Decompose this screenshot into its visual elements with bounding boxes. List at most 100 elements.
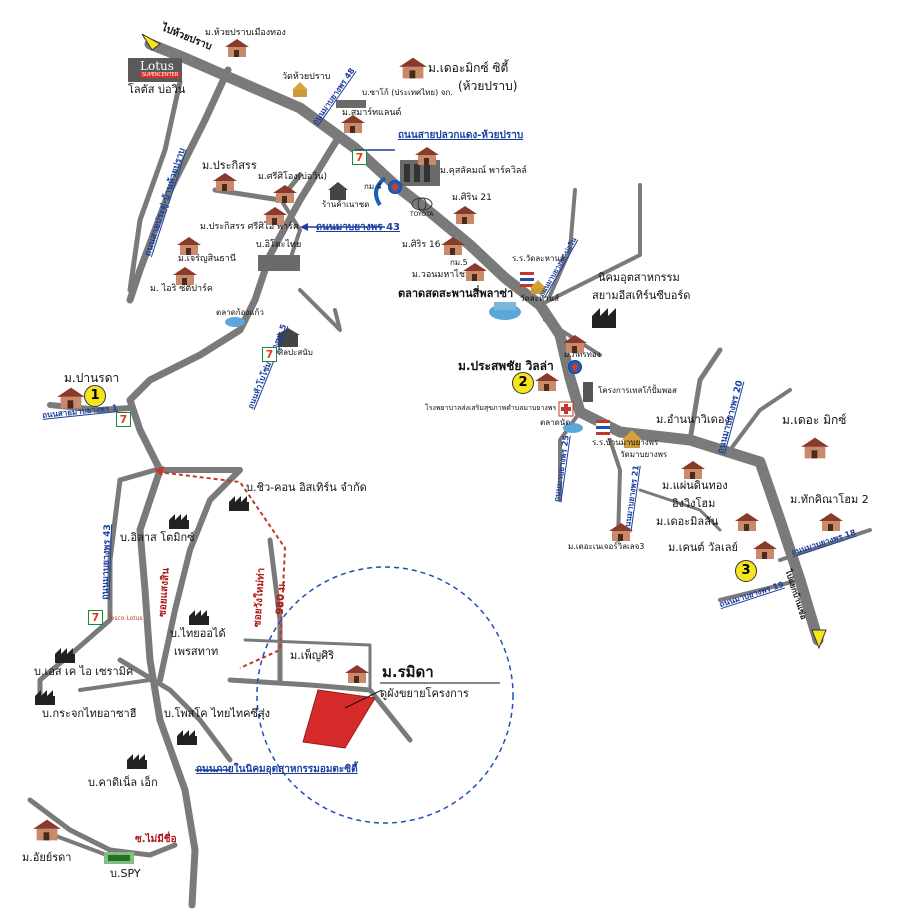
badge-2: 2 xyxy=(512,372,534,394)
road-mabyangporn-25 xyxy=(558,410,582,502)
place-school-mabyangporn: ร.ร.บ้านมาบยางพร xyxy=(592,438,659,447)
place-wat-lahan: วัดละหานส์ xyxy=(520,294,560,303)
place-sk-ceramic: บ.เอส เค ไอ เซรามิค xyxy=(34,665,134,678)
place-posco: บ.โพสโค ไทยไทคซีสุ่ง xyxy=(164,707,271,720)
factory-icon-sk-ceramic xyxy=(55,648,75,663)
seven-eleven-icon-bottom: 7 xyxy=(88,610,103,625)
hospital-building xyxy=(583,382,593,402)
market-talad-nut xyxy=(563,423,583,433)
house-icon-pannarada xyxy=(57,387,85,409)
factory-industrial-estate xyxy=(592,308,616,328)
badge-1: 1 xyxy=(84,385,106,407)
house-icon-sirin-21 xyxy=(453,206,477,224)
house-icon-prakisorn xyxy=(213,173,237,191)
road-branch-1 xyxy=(276,193,302,262)
road-east-vertical xyxy=(687,347,723,443)
thai-flag xyxy=(596,420,610,435)
factory-icon-krajok-thai xyxy=(35,690,55,705)
house-icon-srisiam xyxy=(273,185,297,203)
road-mabyangporn-21 xyxy=(608,438,622,542)
place-thakin-home: ม.ทักคิณาโฮม 2 xyxy=(790,493,869,506)
place-asia-tomix: บ.อิลาส โตมิกซ์ xyxy=(120,531,195,544)
road-project-top xyxy=(243,638,372,692)
place-lotus-thai: โลตัส บ่อวิน xyxy=(128,83,186,96)
place-wangmai: ม.วอนมหาไชย์ xyxy=(412,270,471,280)
place-pattarathong: ม.ภัทรทอง xyxy=(564,350,601,359)
place-paen-din-thong: ม.แผ่นดินทอง xyxy=(662,479,728,492)
place-the-millen: ม.เดอะมิลลัน xyxy=(656,515,719,528)
factory-icon-caterpillar xyxy=(127,754,147,769)
house-icon-siri-16 xyxy=(441,237,465,255)
house-icon-the-forest xyxy=(609,523,633,541)
house-icon-huaiprap xyxy=(225,39,249,57)
house-icon-the-millen xyxy=(735,513,759,531)
house-icon-prakisorn-srisiam xyxy=(263,207,287,225)
place-anan-wiang: ม.อำนนาวิเดอง xyxy=(656,413,730,426)
road-label-industrial: ถนนภายในนิคมอุตสาหกรรมอมตะซิตี้ xyxy=(196,764,358,775)
place-ramida[interactable]: ม.รมิดา xyxy=(382,663,434,681)
factory-icon-asia-tomix xyxy=(169,514,189,529)
temple-mabyangporn xyxy=(622,430,642,448)
road-bottom-left xyxy=(27,797,178,858)
road-soi-thai xyxy=(267,537,283,683)
seven-eleven-icon-mid: 7 xyxy=(262,347,277,362)
place-wat-mabyangporn: วัดมาบยางพร xyxy=(620,450,668,459)
house-icon-pattarathong xyxy=(563,335,587,353)
place-talad: ตลาดสดสะพานสี่พลาซ่า xyxy=(398,287,514,300)
place-hospital-project: โครงการเทสโก้ปั้มพอส xyxy=(598,386,677,395)
place-thai-aoyodai: บ.ไทยออได้ xyxy=(170,627,226,640)
place-krajok-thai: บ.กระจกไทยอาซาฮี xyxy=(42,707,137,720)
road-label-mabyangporn-43-top: ถนนมาบยางพร 43 xyxy=(316,222,400,233)
route-arrow xyxy=(154,466,164,476)
road-east-industrial xyxy=(538,183,642,307)
road-east-top xyxy=(546,188,577,302)
place-aiyarada: ม.อัยย์รดา xyxy=(22,851,72,864)
place-prakisorn: ม.ประกิสรร xyxy=(202,159,257,172)
house-icon-kent xyxy=(753,541,777,559)
flag-school xyxy=(520,272,534,287)
hospital-cross xyxy=(558,401,574,417)
road-label-huaiprap: ถนนสายปลวกแดง-ห้วยปราบ xyxy=(398,130,524,141)
house-icon-charoen xyxy=(177,237,201,255)
road-industrial-2 xyxy=(78,678,152,692)
place-chewcon: บ.ชิว-คอน อิสเทิร์น จำกัด xyxy=(246,481,367,494)
road-south-left xyxy=(37,477,123,703)
temple-wat-huaiprap xyxy=(292,82,308,97)
place-prasatchai: ม.ประสพชัย วิลล่า xyxy=(458,359,554,373)
house-icon-thakin xyxy=(819,513,843,531)
road-left-vertical xyxy=(126,66,232,304)
place-sirin-21: ม.ศิริน 21 xyxy=(452,193,492,203)
place-ramida-sub[interactable]: ดูผังขยายโครงการ xyxy=(380,687,469,700)
zoom-circle xyxy=(256,566,514,824)
seven-eleven-icon-left: 7 xyxy=(116,412,131,427)
place-samarthaland: ม.สมาร์ทแลนด์ xyxy=(342,108,402,118)
place-itakohtai: บ.อิโตะไทย xyxy=(256,240,302,250)
route-dashed xyxy=(157,471,287,669)
place-industrial-estate: นิคมอุตสาหกรรม xyxy=(598,271,680,284)
place-pannarada: ม.ปานรดา xyxy=(64,371,120,385)
house-icon-phenphu xyxy=(345,665,369,683)
place-industrial-estate-name: สยามอีสเทิร์นซีบอร์ด xyxy=(592,289,691,302)
house-icon-paen-din-thong xyxy=(681,461,705,479)
house-icon-iris xyxy=(173,267,197,285)
road-east-branch xyxy=(728,388,792,452)
lotus-logo: Lotus SUPERCENTER xyxy=(128,58,182,82)
warehouse-itakohtai xyxy=(258,255,300,271)
market-talad xyxy=(489,302,521,320)
spy-building xyxy=(104,852,134,864)
place-km4: กม.4 xyxy=(364,182,382,191)
factory-icon-thai-aoyodai xyxy=(189,610,209,625)
place-the-mix-city-sub: (ห้วยปราบ) xyxy=(458,79,518,93)
place-talad-nut: ตลาดนัด xyxy=(540,418,571,427)
place-phenphu: ม.เพ็ญศิริ xyxy=(290,649,335,662)
blue-curve xyxy=(374,176,387,207)
road-mabyangporn-19 xyxy=(718,578,802,602)
badge-3: 3 xyxy=(735,560,757,582)
restaurant-building xyxy=(328,182,348,200)
place-kent: ม.เคนต์ วัลเลย์ xyxy=(668,541,738,554)
road-branch-seven xyxy=(117,467,158,483)
arrow-top-left xyxy=(141,33,161,51)
place-tesco-small: Tesco Lotus xyxy=(108,615,143,622)
